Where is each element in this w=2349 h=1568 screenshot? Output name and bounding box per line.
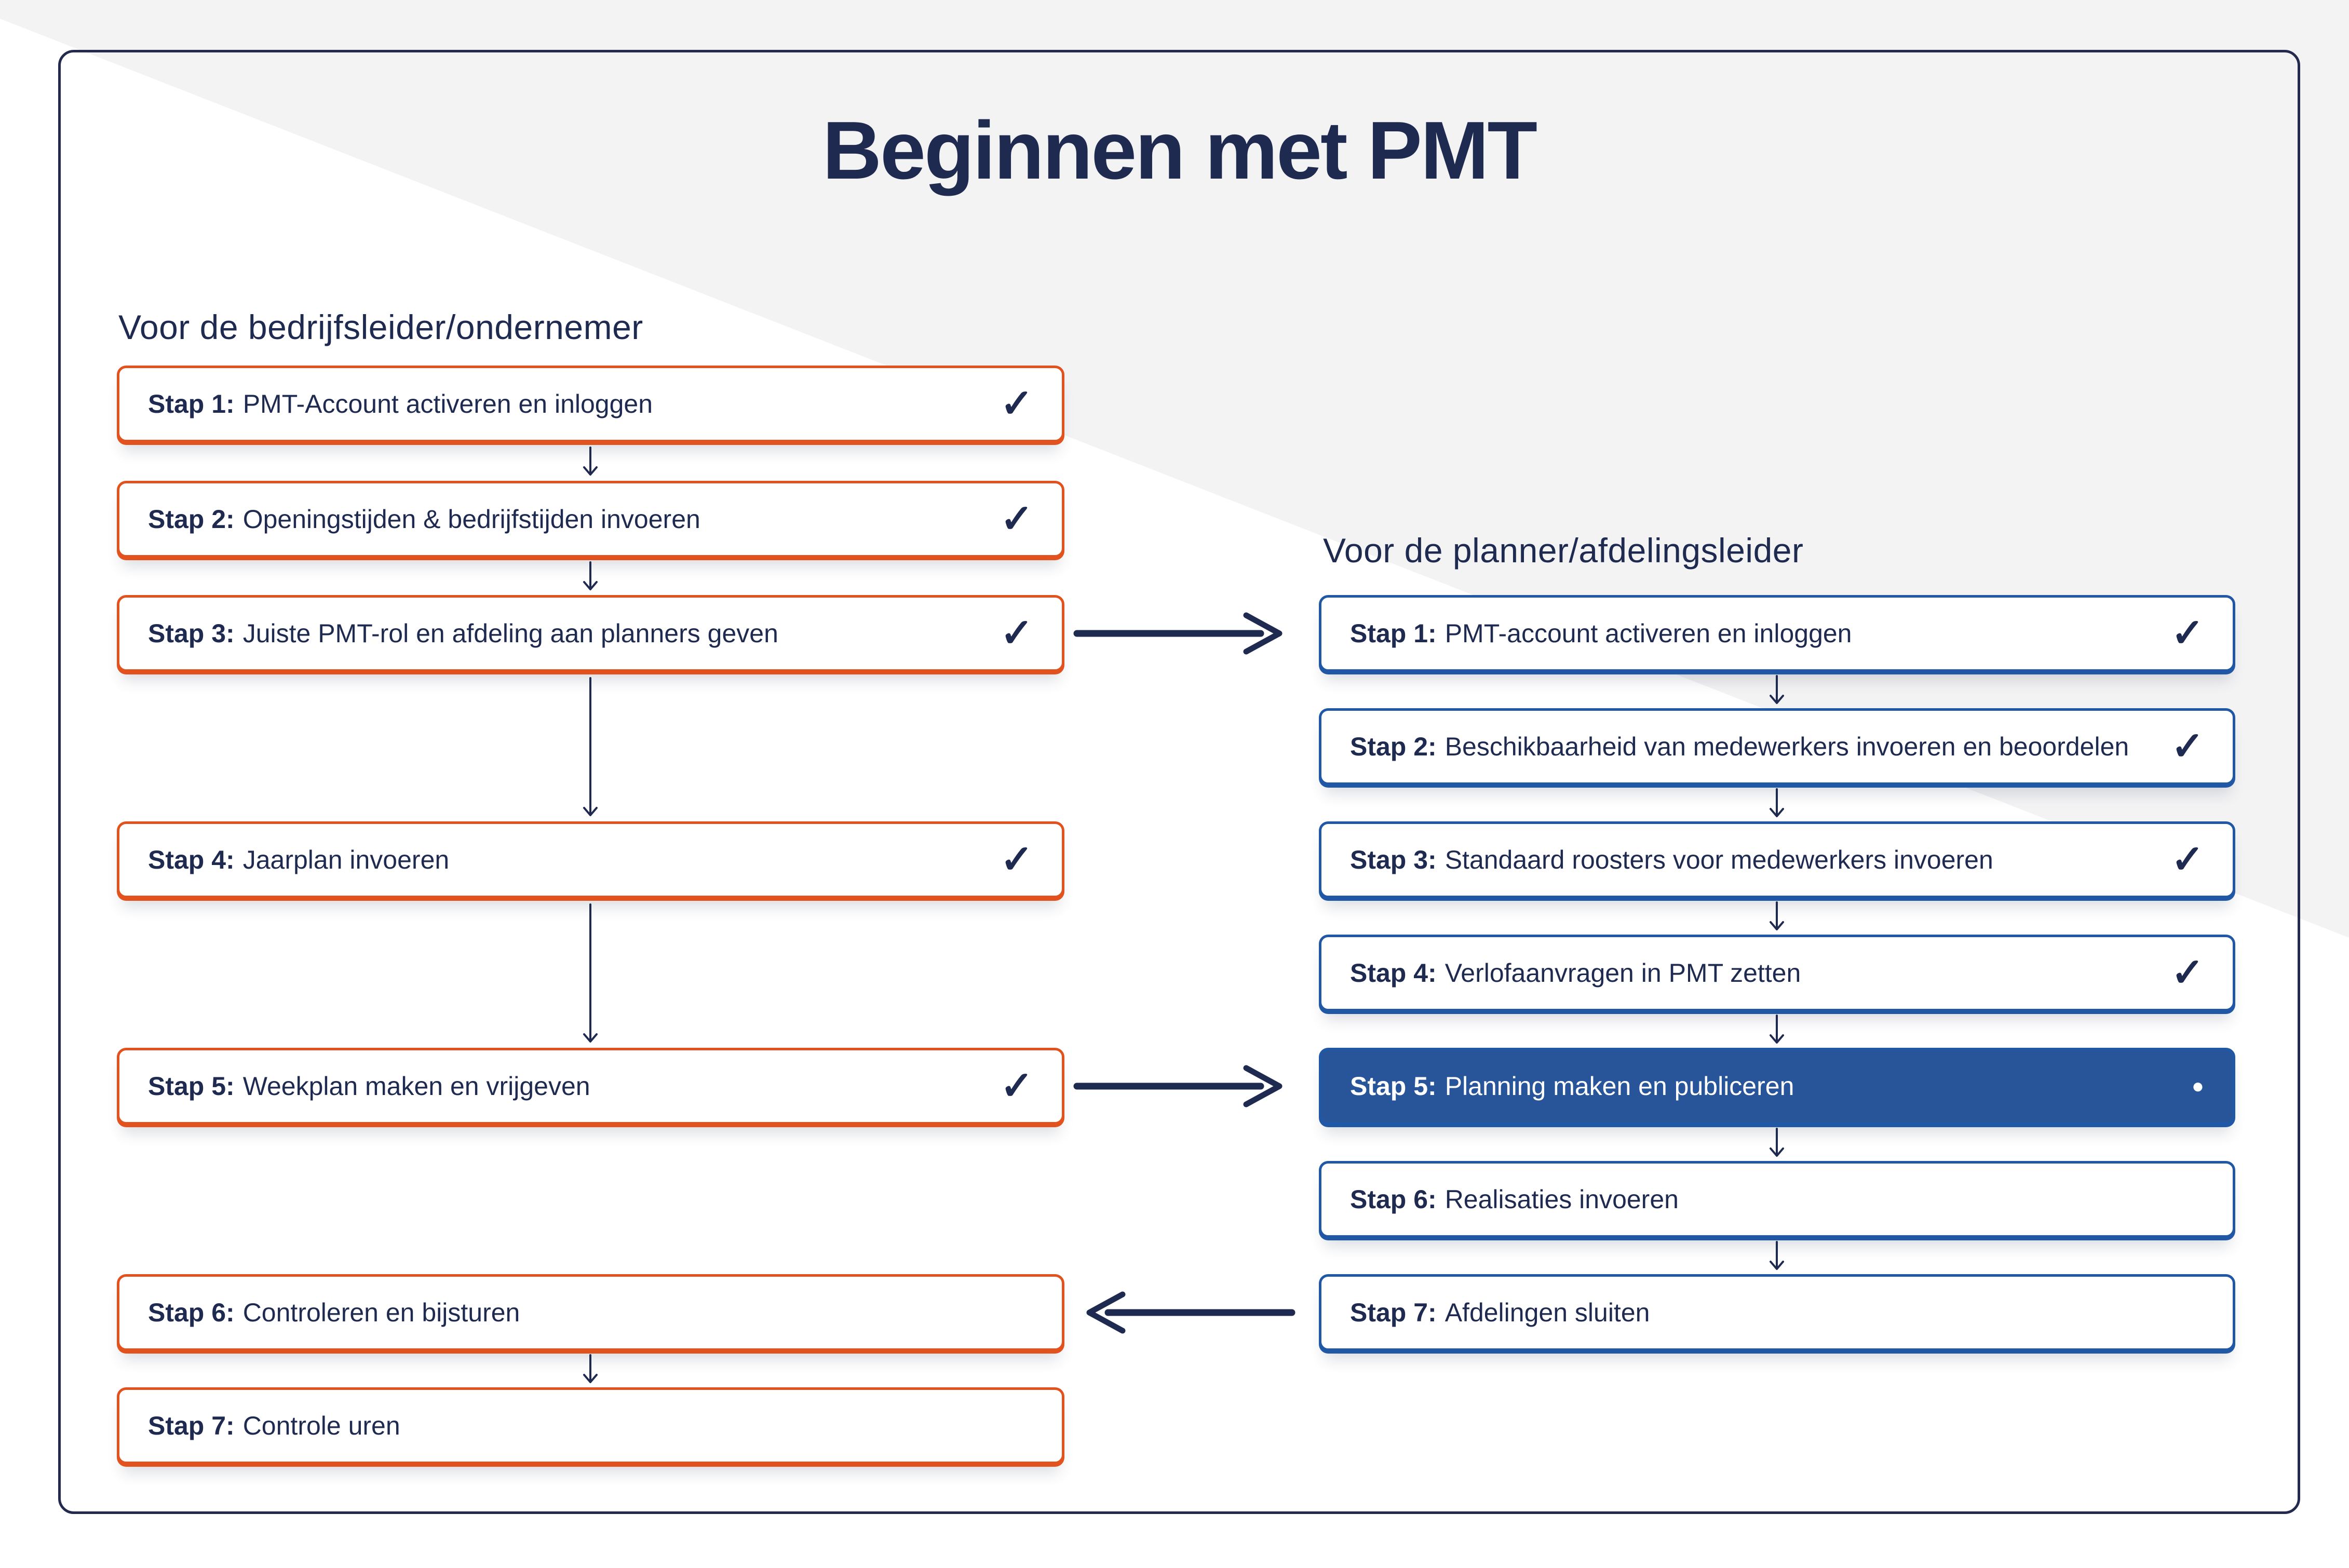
step-label: Stap 5: [148,1072,235,1101]
step-text: Afdelingen sluiten [1445,1298,1650,1327]
step-label: Stap 2: [148,505,235,534]
arrow-down-icon [1766,675,1787,705]
arrow-right-icon [1073,610,1296,657]
arrow-right-icon [1073,1063,1296,1110]
step-box-right-1: Stap 1: PMT-account activeren en inlogge… [1319,595,2235,672]
step-text: Jaarplan invoeren [242,845,450,874]
step-box-left-7: Stap 7: Controle uren [117,1387,1064,1464]
step-text: Realisaties invoeren [1445,1185,1679,1214]
checkmark-icon: ✓ [2171,837,2204,882]
arrow-down-icon [580,1354,601,1384]
step-label: Stap 3: [148,619,235,648]
step-text: Beschikbaarheid van medewerkers invoeren… [1445,732,2129,761]
arrow-down-long-icon [580,677,601,817]
step-text: Controleren en bijsturen [242,1298,520,1327]
step-label: Stap 4: [1350,958,1437,988]
step-text: Controle uren [242,1411,400,1440]
step-label: Stap 2: [1350,732,1437,761]
checkmark-icon: ✓ [2171,724,2204,768]
step-box-left-2: Stap 2: Openingstijden & bedrijfstijden … [117,481,1064,558]
step-label: Stap 6: [148,1298,235,1327]
step-label: Stap 7: [1350,1298,1437,1327]
arrow-down-icon [1766,1128,1787,1158]
step-label: Stap 7: [148,1411,235,1440]
step-box-right-5: Stap 5: Planning maken en publiceren ● [1319,1048,2235,1125]
arrow-down-icon [580,561,601,591]
step-label: Stap 3: [1350,845,1437,874]
step-text: Juiste PMT-rol en afdeling aan planners … [242,619,778,648]
step-box-right-7: Stap 7: Afdelingen sluiten [1319,1274,2235,1351]
step-box-left-4: Stap 4: Jaarplan invoeren ✓ [117,821,1064,898]
active-dot-icon: ● [2191,1075,2204,1098]
arrow-left-icon [1073,1289,1296,1336]
checkmark-icon: ✓ [1000,382,1033,426]
step-label: Stap 5: [1350,1072,1437,1101]
step-text: Weekplan maken en vrijgeven [242,1072,590,1101]
step-text: Planning maken en publiceren [1445,1072,1794,1101]
arrow-down-icon [1766,1241,1787,1271]
step-text: PMT-account activeren en inloggen [1445,619,1852,648]
step-box-left-1: Stap 1: PMT-Account activeren en inlogge… [117,366,1064,442]
right-column-header: Voor de planner/afdelingsleider [1323,531,1804,570]
step-text: Standaard roosters voor medewerkers invo… [1445,845,1993,874]
checkmark-icon: ✓ [2171,951,2204,995]
step-text: PMT-Account activeren en inloggen [242,389,653,418]
arrow-down-icon [1766,788,1787,818]
checkmark-icon: ✓ [1000,1064,1033,1108]
arrow-down-icon [580,447,601,477]
arrow-down-icon [1766,1015,1787,1045]
step-label: Stap 1: [148,389,235,418]
checkmark-icon: ✓ [1000,497,1033,541]
arrow-down-long-icon [580,903,601,1044]
diagram-card [58,50,2300,1514]
checkmark-icon: ✓ [1000,837,1033,882]
step-label: Stap 4: [148,845,235,874]
step-text: Openingstijden & bedrijfstijden invoeren [242,505,700,534]
step-box-left-6: Stap 6: Controleren en bijsturen [117,1274,1064,1351]
step-label: Stap 6: [1350,1185,1437,1214]
step-box-left-5: Stap 5: Weekplan maken en vrijgeven ✓ [117,1048,1064,1125]
checkmark-icon: ✓ [1000,611,1033,655]
step-text: Verlofaanvragen in PMT zetten [1445,958,1801,988]
checkmark-icon: ✓ [2171,611,2204,655]
step-box-right-3: Stap 3: Standaard roosters voor medewerk… [1319,821,2235,898]
left-column-header: Voor de bedrijfsleider/ondernemer [118,308,643,346]
step-box-right-2: Stap 2: Beschikbaarheid van medewerkers … [1319,708,2235,785]
step-box-right-6: Stap 6: Realisaties invoeren [1319,1161,2235,1238]
step-box-left-3: Stap 3: Juiste PMT-rol en afdeling aan p… [117,595,1064,672]
arrow-down-icon [1766,901,1787,931]
step-label: Stap 1: [1350,619,1437,648]
page-title: Beginnen met PMT [822,105,1537,196]
step-box-right-4: Stap 4: Verlofaanvragen in PMT zetten ✓ [1319,935,2235,1011]
